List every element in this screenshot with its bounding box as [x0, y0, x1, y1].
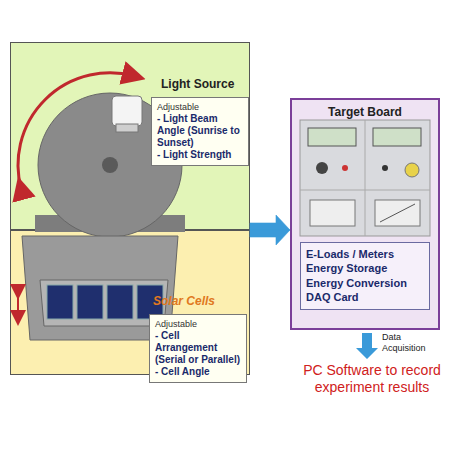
board-divider [365, 120, 366, 236]
flow-arrow [250, 215, 290, 230]
rotation-arrow [18, 73, 134, 188]
knob [316, 162, 328, 174]
flow-arrow [250, 230, 290, 245]
pc-software-label: PC Software to record experiment results [298, 362, 446, 396]
data-acquisition-label: Data Acquisition [382, 332, 440, 354]
fan-icon [405, 163, 419, 177]
solar-base [22, 236, 178, 340]
lcd-display [308, 128, 356, 146]
solar-cell [77, 285, 103, 319]
terminal [382, 165, 388, 171]
module-block [310, 200, 355, 226]
adjust-item: - Light Strength [157, 149, 243, 161]
adjust-box: Adjustable- Cell Arrangement (Serial or … [149, 314, 247, 383]
adjust-heading: Adjustable [157, 102, 243, 113]
module-block [375, 200, 420, 226]
function-item: Energy Storage [306, 261, 424, 275]
tilt-arrow [17, 292, 19, 318]
panel-heading: Solar Cells [153, 294, 249, 308]
board-divider [300, 190, 430, 191]
solar-cell [47, 285, 73, 319]
lcd-display [373, 128, 421, 146]
function-item: Energy Conversion [306, 276, 424, 290]
adjust-heading: Adjustable [155, 319, 241, 330]
lamp-base [116, 124, 138, 132]
solar-cell [137, 285, 163, 319]
panel-heading: Target Board [292, 105, 438, 119]
function-box: E-Loads / MetersEnergy StorageEnergy Con… [300, 242, 430, 310]
board-panel [300, 120, 430, 236]
disc-pivot [102, 157, 118, 173]
function-item: DAQ Card [306, 290, 424, 304]
lamp [112, 96, 142, 126]
terminal [342, 165, 348, 171]
light-disc [38, 93, 182, 237]
down-arrow [356, 333, 378, 359]
adjust-box: Adjustable- Light Beam Angle (Sunrise to… [151, 97, 249, 166]
function-item: E-Loads / Meters [306, 247, 424, 261]
adjust-item: - Light Beam Angle (Sunrise to Sunset) [157, 113, 243, 149]
panel-heading: Light Source [161, 77, 249, 91]
module-symbol [380, 204, 415, 222]
adjust-item: - Cell Arrangement (Serial or Parallel) [155, 330, 241, 366]
solar-cell [107, 285, 133, 319]
adjust-item: - Cell Angle [155, 366, 241, 378]
cell-tray [40, 280, 168, 326]
